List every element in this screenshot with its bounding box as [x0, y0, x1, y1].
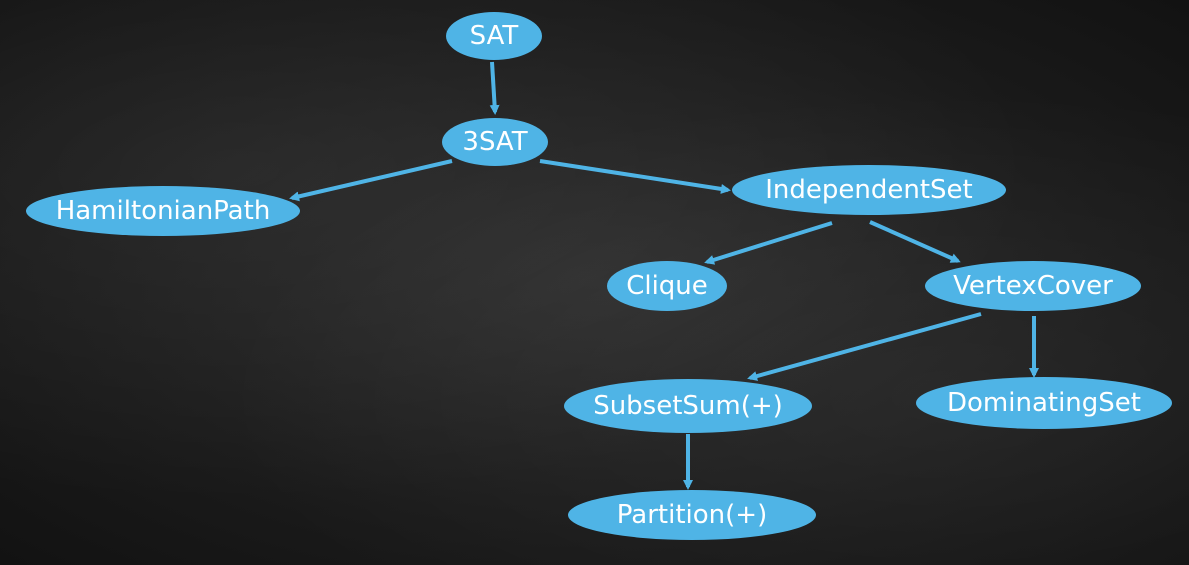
edge-independent-to-vertexcover: [869, 220, 961, 263]
node-dominating: DominatingSet: [916, 377, 1172, 429]
node-sat: SAT: [446, 12, 542, 60]
edge-3sat-to-independent: [539, 159, 731, 194]
node-ellipse-hamiltonian: [26, 186, 300, 236]
node-subsetsum: SubsetSum(+): [564, 379, 812, 433]
node-ellipse-clique: [607, 261, 727, 311]
node-ellipse-partition: [568, 490, 816, 540]
edges-layer: [289, 61, 1039, 490]
node-label-independent: IndependentSet: [765, 175, 973, 205]
node-partition: Partition(+): [568, 490, 816, 540]
node-label-partition: Partition(+): [617, 500, 767, 530]
edge-independent-to-clique: [704, 221, 833, 265]
edge-sat-to-3sat: [489, 61, 500, 115]
node-clique: Clique: [607, 261, 727, 311]
node-label-sat: SAT: [470, 21, 519, 51]
node-label-dominating: DominatingSet: [947, 388, 1141, 418]
node-label-hamiltonian: HamiltonianPath: [56, 196, 271, 226]
node-3sat: 3SAT: [442, 118, 548, 166]
node-label-clique: Clique: [626, 271, 708, 301]
node-ellipse-vertexcover: [925, 261, 1141, 311]
node-label-subsetsum: SubsetSum(+): [593, 391, 783, 421]
node-hamiltonian: HamiltonianPath: [26, 186, 300, 236]
edge-3sat-to-hamiltonian: [289, 159, 453, 202]
node-independent: IndependentSet: [732, 165, 1006, 215]
node-ellipse-sat: [446, 12, 542, 60]
node-label-3sat: 3SAT: [462, 127, 527, 157]
node-ellipse-subsetsum: [564, 379, 812, 433]
node-label-vertexcover: VertexCover: [953, 271, 1113, 301]
edge-vertexcover-to-subsetsum: [747, 312, 982, 381]
node-vertexcover: VertexCover: [925, 261, 1141, 311]
nodes-layer: SAT 3SAT HamiltonianPath IndependentSetCliq…: [26, 12, 1172, 540]
node-ellipse-independent: [732, 165, 1006, 215]
node-ellipse-dominating: [916, 377, 1172, 429]
node-ellipse-3sat: [442, 118, 548, 166]
